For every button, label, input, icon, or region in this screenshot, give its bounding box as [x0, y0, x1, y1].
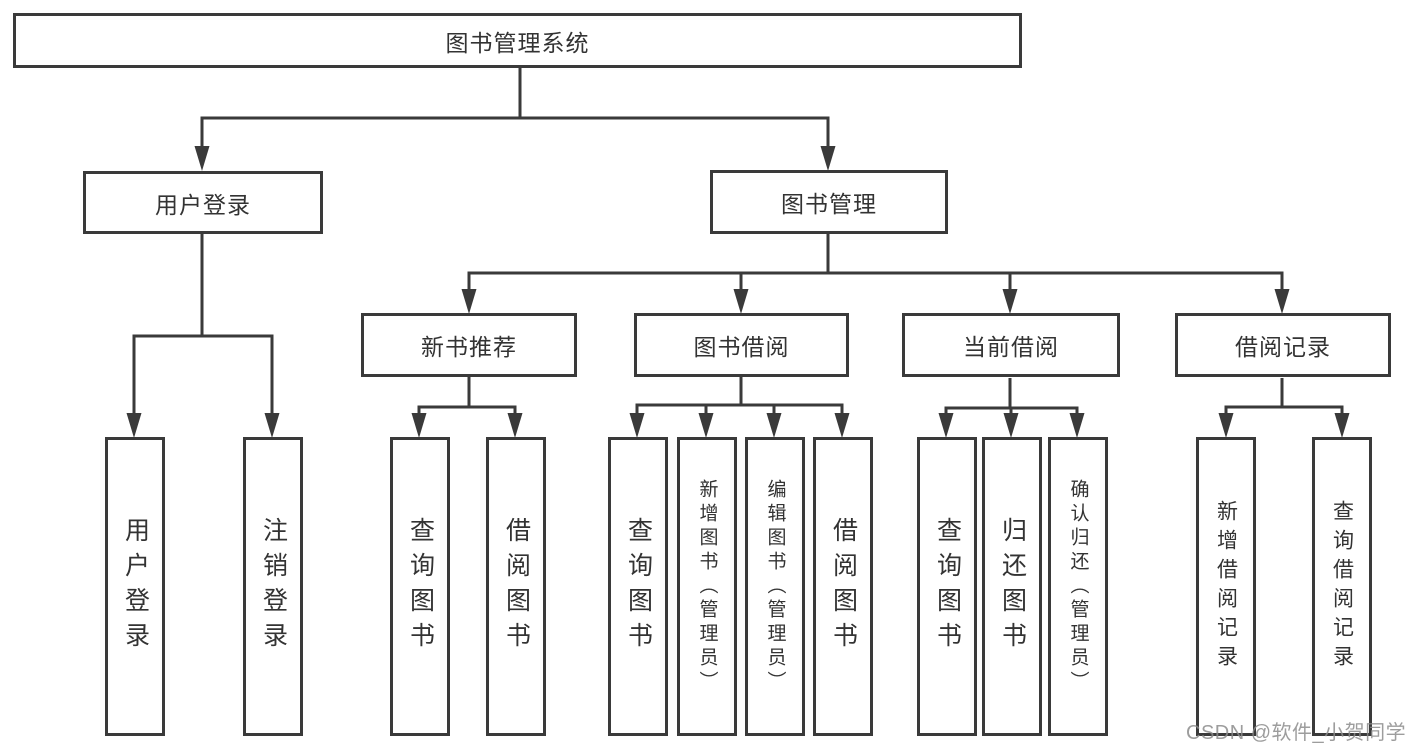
leaf-confirm-return-admin: 确认归还（管理员）: [1048, 437, 1108, 736]
leaf-label: 用户登录: [121, 516, 150, 657]
leaf-label: 查询图书: [624, 516, 653, 657]
leaf-label: 注销登录: [259, 516, 288, 657]
leaf-label: 确认归还（管理员）: [1067, 478, 1089, 695]
leaf-user-login: 用户登录: [105, 437, 165, 736]
leaf-query-books: 查询图书: [608, 437, 668, 736]
leaf-label: 编辑图书（管理员）: [764, 478, 786, 695]
node-user-login: 用户登录: [83, 171, 323, 234]
leaf-label: 新增图书（管理员）: [696, 478, 718, 695]
leaf-query-books: 查询图书: [917, 437, 977, 736]
leaf-add-borrow-record: 新增借阅记录: [1196, 437, 1256, 736]
node-label: 借阅记录: [1235, 334, 1331, 360]
leaf-query-books: 查询图书: [390, 437, 450, 736]
node-book-management: 图书管理: [710, 170, 948, 234]
node-current-borrow: 当前借阅: [902, 313, 1120, 377]
node-borrow-records: 借阅记录: [1175, 313, 1391, 377]
leaf-label: 查询借阅记录: [1330, 499, 1354, 674]
leaf-borrow-books: 借阅图书: [486, 437, 546, 736]
leaf-label: 借阅图书: [502, 516, 531, 657]
leaf-query-borrow-record: 查询借阅记录: [1312, 437, 1372, 736]
node-label: 图书借阅: [693, 334, 790, 360]
leaf-add-books-admin: 新增图书（管理员）: [677, 437, 737, 736]
node-label: 新书推荐: [421, 334, 517, 360]
arrowhead-icons: [126, 146, 1350, 438]
node-label: 当前借阅: [963, 334, 1059, 360]
leaf-label: 归还图书: [998, 516, 1027, 657]
leaf-return-books: 归还图书: [982, 437, 1042, 736]
leaf-borrow-books: 借阅图书: [813, 437, 873, 736]
csdn-watermark: CSDN @软件_小贺同学: [1186, 722, 1405, 744]
node-new-book-recommend: 新书推荐: [361, 313, 577, 377]
leaf-edit-books-admin: 编辑图书（管理员）: [745, 437, 805, 736]
leaf-logout: 注销登录: [243, 437, 303, 736]
node-label: 图书管理: [781, 191, 877, 217]
leaf-label: 查询图书: [933, 516, 962, 657]
node-library-management-system: 图书管理系统: [13, 13, 1022, 68]
leaf-label: 借阅图书: [829, 516, 858, 657]
node-label: 用户登录: [155, 191, 251, 218]
node-book-borrow: 图书借阅: [634, 313, 849, 377]
node-label: 图书管理系统: [445, 29, 590, 56]
leaf-label: 新增借阅记录: [1214, 499, 1238, 674]
leaf-label: 查询图书: [406, 516, 435, 657]
